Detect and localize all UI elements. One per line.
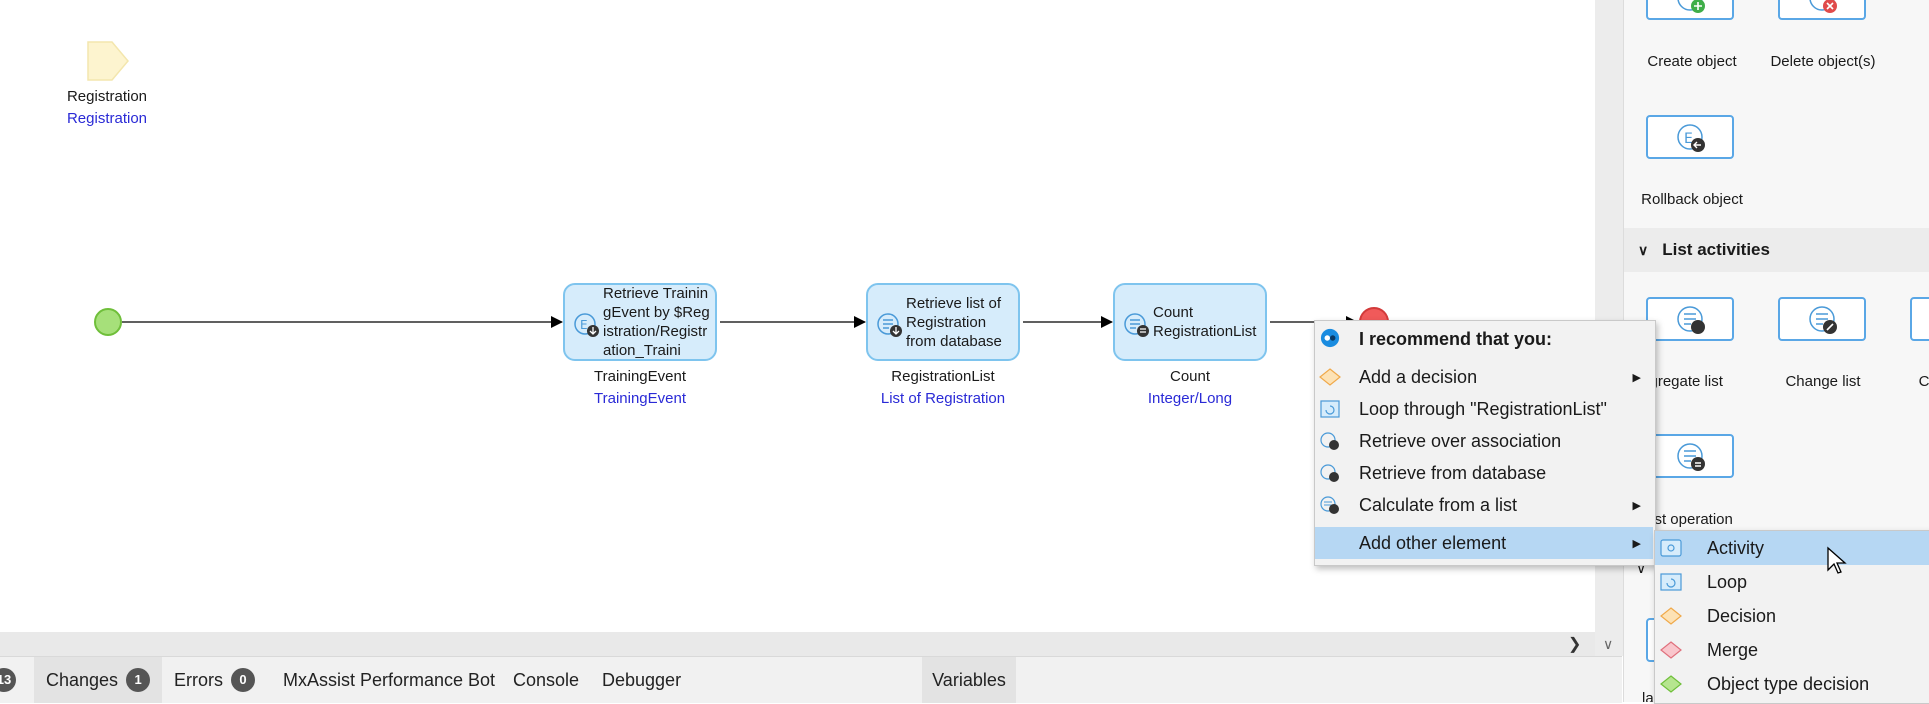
- toolbox-item-label: Delete object(s): [1770, 53, 1876, 70]
- stories-count-badge: 13: [0, 668, 16, 692]
- rollback-object-icon: E: [1677, 124, 1705, 152]
- tab-label: Changes: [46, 669, 119, 690]
- loop-icon: [1660, 573, 1682, 591]
- svg-text:E: E: [1684, 131, 1693, 147]
- create-object-button[interactable]: [1646, 0, 1734, 20]
- toolbox-item-label: Change list: [1785, 373, 1861, 390]
- retrieve-icon: [1320, 464, 1339, 482]
- merge-icon: [1660, 641, 1682, 659]
- tab-variables[interactable]: Variables: [922, 657, 1016, 703]
- activity-caption: Retrieve TrainingEvent by $Registration/…: [603, 285, 710, 359]
- retrieve-icon: E: [574, 313, 599, 337]
- aggregate-list-button[interactable]: [1646, 297, 1734, 341]
- toolbox-item-label: C: [1918, 373, 1929, 390]
- submenu-item-merge[interactable]: Merge: [1655, 633, 1929, 667]
- submenu-arrow-icon: ▶: [1632, 371, 1641, 384]
- menu-item-add-other-element[interactable]: Add other element ▶: [1315, 527, 1653, 559]
- submenu-arrow-icon: ▶: [1632, 537, 1641, 550]
- toolbox-item-label: ist operation: [1651, 511, 1733, 528]
- svg-text:E: E: [580, 318, 588, 332]
- menu-item-loop-through[interactable]: Loop through "RegistrationList": [1315, 393, 1653, 425]
- parameter-icon[interactable]: [86, 40, 130, 82]
- tab-label: Errors: [174, 669, 223, 690]
- mouse-cursor-icon: [1827, 546, 1847, 574]
- menu-header: I recommend that you:: [1315, 323, 1653, 355]
- list-operation-button[interactable]: [1646, 434, 1734, 478]
- loop-icon: [1320, 400, 1340, 418]
- object-type-decision-icon: [1660, 675, 1682, 693]
- add-other-element-submenu: Activity Loop Decision Merge Object type…: [1654, 530, 1929, 704]
- activity-caption: Retrieve list of Registration from datab…: [906, 294, 1002, 350]
- microflow-canvas[interactable]: Registration Registration E Retrieve Tra…: [0, 0, 1595, 632]
- submenu-item-object-type-decision[interactable]: Object type decision: [1655, 667, 1929, 701]
- toolbox-item-label: la: [1642, 690, 1654, 702]
- list-activities-section-header[interactable]: ∨ List activities: [1624, 228, 1929, 272]
- submenu-item-activity[interactable]: Activity: [1655, 531, 1929, 565]
- activity-retrieve-trainingevent[interactable]: E Retrieve TrainingEvent by $Registratio…: [563, 283, 717, 361]
- activity-icon: [1660, 539, 1682, 557]
- decision-icon: [1319, 368, 1341, 386]
- menu-item-add-decision[interactable]: Add a decision ▶: [1315, 361, 1653, 393]
- submenu-item-decision[interactable]: Decision: [1655, 599, 1929, 633]
- output-variable-name: TrainingEvent: [594, 368, 686, 385]
- start-event[interactable]: [93, 307, 123, 337]
- parameter-type: Registration: [66, 110, 148, 127]
- list-tool-button[interactable]: [1910, 297, 1929, 341]
- calculate-list-icon: [1320, 496, 1339, 514]
- scroll-right-icon[interactable]: ❯: [1568, 636, 1582, 653]
- horizontal-scrollbar[interactable]: ❯: [0, 632, 1595, 656]
- toolbox-item-label: Create object: [1647, 53, 1737, 70]
- toolbox-item-label: Rollback object: [1641, 191, 1743, 208]
- activity-count-registrationlist[interactable]: Count RegistrationList: [1113, 283, 1267, 361]
- delete-objects-button[interactable]: [1778, 0, 1866, 20]
- retrieve-icon: [1320, 432, 1339, 450]
- retrieve-list-icon: [877, 313, 902, 337]
- list-operation-icon: [1677, 443, 1705, 471]
- flow-connectors: [122, 316, 1358, 328]
- delete-object-icon: [1809, 0, 1837, 13]
- tab-errors[interactable]: Errors 0: [174, 657, 255, 703]
- output-variable-type: Integer/Long: [1147, 390, 1233, 407]
- change-list-icon: [1809, 306, 1837, 334]
- menu-item-calculate-from-list[interactable]: Calculate from a list ▶: [1315, 489, 1653, 521]
- tab-stories[interactable]: 13: [0, 657, 16, 703]
- output-variable-name: Count: [1169, 368, 1211, 385]
- tab-console[interactable]: Console: [513, 669, 580, 690]
- output-variable-name: RegistrationList: [891, 368, 995, 385]
- create-object-icon: [1677, 0, 1705, 13]
- parameter-name: Registration: [66, 88, 148, 105]
- tab-mxassist-performance-bot[interactable]: MxAssist Performance Bot: [283, 669, 496, 690]
- chevron-down-icon: ∨: [1638, 241, 1649, 258]
- aggregate-list-icon: [1124, 313, 1149, 337]
- output-variable-type: List of Registration: [880, 390, 1006, 407]
- recommendation-context-menu: I recommend that you: Add a decision ▶ L…: [1314, 320, 1656, 566]
- output-variable-type: TrainingEvent: [594, 390, 686, 407]
- menu-item-retrieve-from-database[interactable]: Retrieve from database: [1315, 457, 1653, 489]
- section-title: List activities: [1662, 240, 1770, 259]
- bottom-panel-tabs: 13 Changes 1 Errors 0 MxAssist Performan…: [0, 656, 1622, 703]
- chevron-down-icon[interactable]: ∨: [1636, 560, 1647, 576]
- activity-caption: Count RegistrationList: [1153, 304, 1257, 340]
- tab-changes[interactable]: Changes 1: [34, 657, 163, 703]
- chevron-down-icon[interactable]: ∨: [1603, 636, 1614, 652]
- toolbox-item-label: ggregate list: [1641, 373, 1723, 390]
- changes-count-badge: 1: [126, 668, 151, 692]
- menu-item-retrieve-over-association[interactable]: Retrieve over association: [1315, 425, 1653, 457]
- decision-icon: [1660, 607, 1682, 625]
- submenu-item-loop[interactable]: Loop: [1655, 565, 1929, 599]
- errors-count-badge: 0: [231, 668, 255, 692]
- submenu-arrow-icon: ▶: [1632, 499, 1641, 512]
- aggregate-list-icon: [1677, 306, 1705, 334]
- mxassist-logo-icon: [1320, 328, 1340, 348]
- rollback-object-button[interactable]: E: [1646, 115, 1734, 159]
- activity-retrieve-registration-list[interactable]: Retrieve list of Registration from datab…: [866, 283, 1020, 361]
- tab-debugger[interactable]: Debugger: [602, 669, 682, 690]
- change-list-button[interactable]: [1778, 297, 1866, 341]
